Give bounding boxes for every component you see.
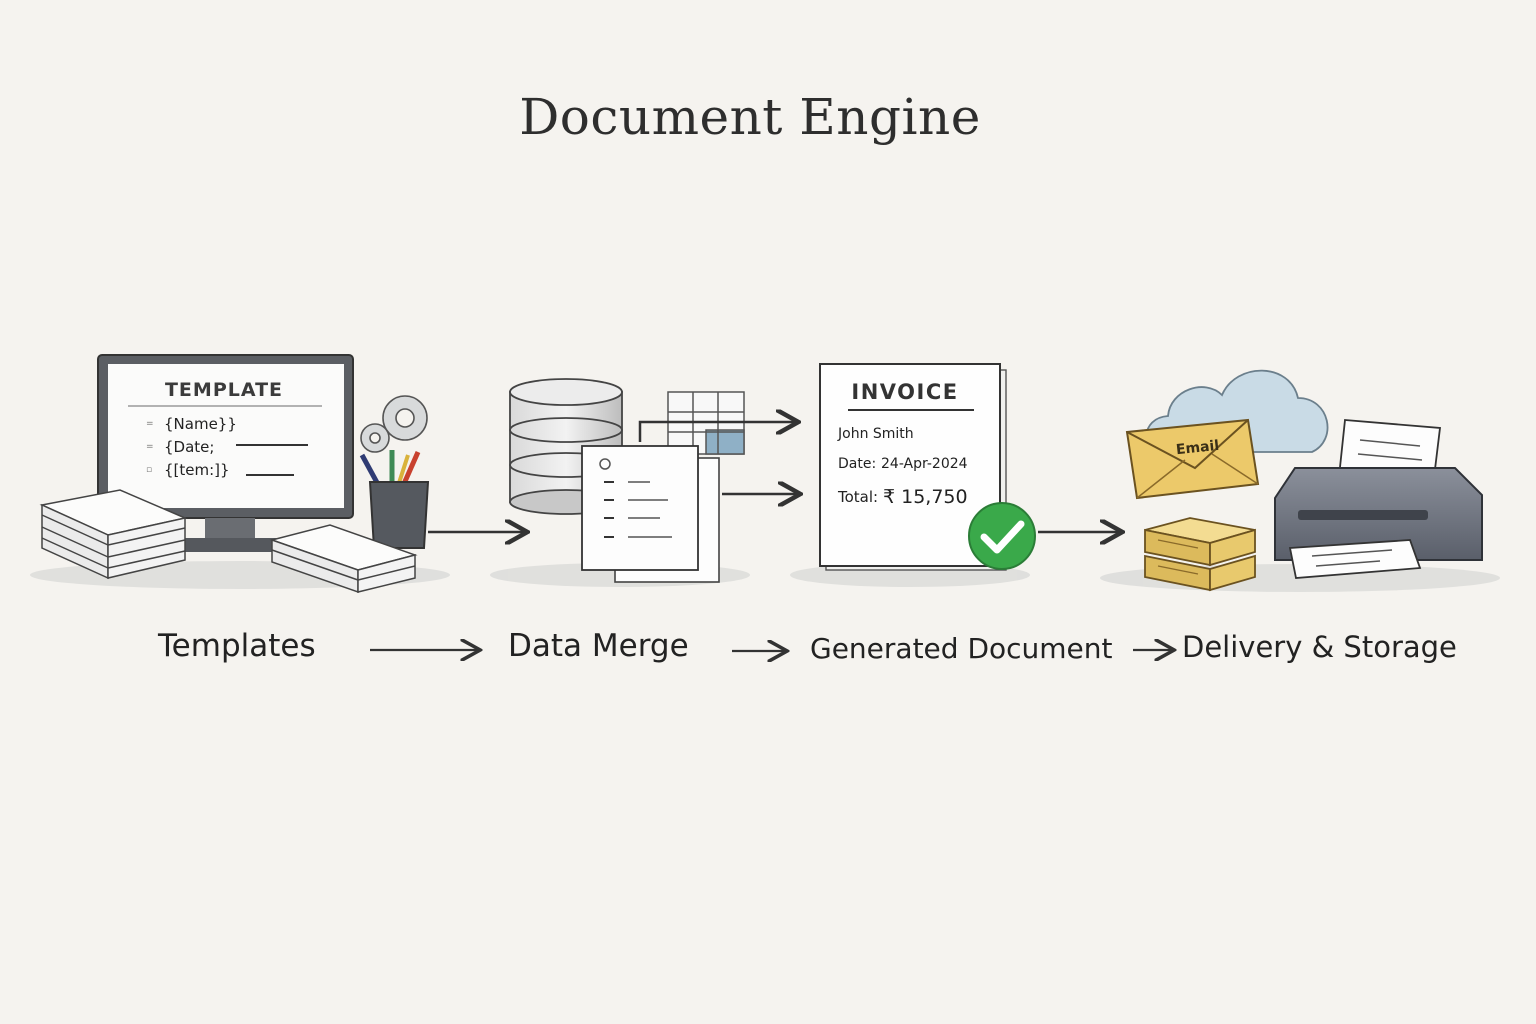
envelope-label: Email bbox=[1175, 438, 1220, 458]
document-icon bbox=[581, 445, 720, 583]
monitor-icon: = = ▫ bbox=[97, 354, 354, 552]
template-heading: TEMPLATE bbox=[165, 379, 283, 401]
checkmark-icon bbox=[968, 502, 1036, 570]
paper-stack-icon bbox=[39, 489, 188, 580]
template-field-name: {Name}} bbox=[164, 415, 237, 433]
box-stack-icon bbox=[1144, 517, 1256, 592]
ground-shadow bbox=[30, 561, 1500, 592]
arrow-grid-to-invoice bbox=[638, 422, 796, 442]
pipeline-illustration: = = ▫ TEMPLATE {Name}} {Date; {[tem:]} bbox=[30, 354, 1500, 594]
invoice-date-label: Date: bbox=[838, 456, 876, 472]
page-title: Document Engine bbox=[519, 88, 981, 146]
stage-label-templates: Templates bbox=[158, 628, 316, 664]
svg-text:▫: ▫ bbox=[146, 465, 152, 475]
gear-icon bbox=[360, 395, 428, 453]
invoice-total-label: Total: bbox=[837, 488, 878, 506]
invoice-total-value: ₹ 15,750 bbox=[883, 486, 968, 508]
stage-arrows bbox=[370, 630, 1536, 670]
stage-label-delivery-storage: Delivery & Storage bbox=[1182, 630, 1457, 664]
stage-label-data-merge: Data Merge bbox=[508, 628, 689, 664]
invoice-date-value: 24-Apr-2024 bbox=[881, 456, 968, 472]
envelope-icon bbox=[1125, 418, 1260, 500]
svg-text:=: = bbox=[146, 419, 154, 429]
printer-icon bbox=[1274, 419, 1483, 579]
paper-stack-icon bbox=[269, 524, 418, 594]
invoice-heading: INVOICE bbox=[851, 380, 958, 404]
invoice-name: John Smith bbox=[837, 426, 914, 442]
template-field-date: {Date; bbox=[164, 438, 214, 456]
svg-text:=: = bbox=[146, 442, 154, 452]
pencil-cup-icon bbox=[359, 450, 430, 549]
template-field-item: {[tem:]} bbox=[164, 461, 230, 479]
stage-label-generated-document: Generated Document bbox=[810, 632, 1113, 665]
